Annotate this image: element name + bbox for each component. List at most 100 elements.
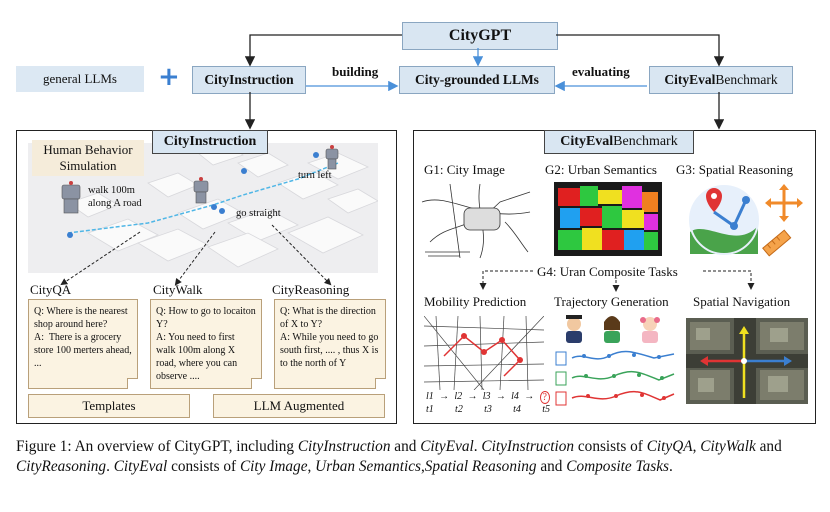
person-icon [566, 315, 582, 343]
city-instruction-panel-title-label: CityInstruction [163, 134, 257, 149]
city-blocks-illustration [28, 143, 379, 273]
trajectory-label: Trajectory Generation [554, 294, 669, 309]
map-to-card-arrows [60, 224, 332, 286]
simulation-title-line2: Simulation [59, 158, 117, 173]
robot-icon [61, 148, 339, 214]
caption-text: Figure 1: An overview of CityGPT, includ… [16, 438, 298, 455]
seq-arrow: → [524, 391, 535, 402]
g1-label: G1: City Image [424, 162, 505, 177]
mobility-label: Mobility Prediction [424, 294, 527, 309]
simulation-title-line1: Human Behavior [43, 142, 133, 157]
caption-text: . [106, 458, 114, 475]
spatial-navigation-image [686, 318, 808, 404]
navigation-label: Spatial Navigation [693, 294, 791, 309]
caption-text: , [307, 458, 316, 475]
cityreasoning-text: Q: What is the direction of X to Y? A: W… [280, 306, 379, 369]
city-eval-bold: CityEval [664, 72, 716, 87]
plus-icon: + [158, 62, 180, 92]
card-fold [127, 378, 138, 389]
city-eval-rest: Benchmark [715, 72, 778, 87]
caption-text: and [755, 438, 782, 455]
llm-augmented-box: LLM Augmented [213, 394, 385, 418]
seq-unknown: ? [539, 391, 550, 404]
caption-italic: CityInstruction [481, 438, 575, 455]
citygpt-box: CityGPT [402, 22, 558, 50]
citywalk-text: Q: How to go to locaiton Y? A: You need … [156, 306, 256, 382]
person-icon [640, 317, 660, 343]
g4-connectors [479, 270, 755, 292]
city-eval-panel-title-rest: Benchmark [613, 134, 678, 149]
caption-italic: CityEval [113, 458, 168, 475]
caption-text: , [692, 438, 701, 455]
top-connectors [244, 34, 725, 130]
caption-italic: CityEval [420, 438, 474, 455]
general-llms-label: general LLMs [42, 71, 117, 86]
templates-label: Templates [82, 398, 136, 413]
location-sequence: l1 → l2 → l3 → l4 → ? [426, 391, 550, 404]
citywalk-label: CityWalk [153, 282, 203, 297]
seq-l2: l2 [454, 391, 463, 402]
city-instruction-panel-title: CityInstruction [152, 130, 268, 154]
caption-italic: CityInstruction [297, 438, 391, 455]
cityreasoning-label: CityReasoning [272, 282, 350, 297]
g3-label: G3: Spatial Reasoning [676, 162, 793, 177]
g2-label: G2: Urban Semantics [545, 162, 657, 177]
seq-t1: t1 [426, 404, 434, 415]
caption-text: , [420, 458, 425, 475]
seq-l1: l1 [426, 391, 434, 402]
g4-label: G4: Uran Composite Tasks [537, 264, 678, 279]
seq-l3: l3 [482, 391, 491, 402]
cityqa-card: Q: Where is the nearest shop around here… [28, 299, 138, 389]
caption-text: consists of [167, 458, 240, 475]
spatial-reasoning-icons [689, 184, 803, 257]
person-icon [604, 316, 620, 343]
building-label: building [332, 64, 379, 79]
walk-label: walk 100m along A road [88, 185, 142, 209]
seq-arrow: → [495, 391, 506, 402]
city-eval-panel-title: CityEval Benchmark [544, 130, 694, 154]
caption-italic: CityWalk [700, 438, 756, 455]
templates-box: Templates [28, 394, 190, 418]
caption-text: and [536, 458, 567, 475]
ruler-icon [762, 229, 792, 257]
city-eval-box: CityEval Benchmark [649, 66, 793, 94]
citygpt-label: CityGPT [448, 27, 512, 44]
caption-italic: Composite Tasks [566, 458, 669, 475]
caption-text: . [473, 438, 482, 455]
turn-left-label: turn left [298, 170, 332, 181]
general-llms-box: general LLMs [16, 66, 144, 92]
citywalk-card: Q: How to go to locaiton Y? A: You need … [150, 299, 262, 389]
seq-t3: t3 [484, 404, 492, 415]
caption-italic: CityQA [646, 438, 693, 455]
cityreasoning-card: Q: What is the direction of X to Y? A: W… [274, 299, 386, 389]
caption-italic: Spatial Reasoning [424, 458, 537, 475]
city-instruction-label: CityInstruction [204, 72, 294, 87]
caption-text: and [390, 438, 421, 455]
card-fold [375, 378, 386, 389]
go-straight-label: go straight [236, 208, 281, 219]
caption-italic: City Image [239, 458, 308, 475]
trajectory-illustration [555, 315, 675, 406]
move-arrows-icon [765, 184, 803, 222]
urban-semantics-map [554, 182, 662, 256]
city-eval-panel-title-bold: CityEval [560, 134, 614, 149]
llm-augmented-label: LLM Augmented [253, 398, 345, 413]
caption-italic: CityReasoning [16, 458, 107, 475]
caption-text: . [668, 458, 673, 475]
cityqa-text: Q: Where is the nearest shop around here… [34, 306, 132, 369]
seq-arrow: → [467, 391, 478, 402]
document-icon [555, 351, 567, 406]
evaluating-label: evaluating [572, 64, 630, 79]
city-grounded-label: City-grounded LLMs [415, 72, 539, 87]
seq-l4: l4 [511, 391, 519, 402]
figure-caption: Figure 1: An overview of CityGPT, includ… [16, 437, 816, 477]
caption-text: consists of [574, 438, 647, 455]
city-instruction-box: CityInstruction [192, 66, 306, 94]
time-sequence: t1 t2 t3 t4 t5 [426, 404, 550, 415]
seq-arrow: → [439, 391, 450, 402]
seq-t5: t5 [542, 404, 550, 415]
cityqa-label: CityQA [30, 282, 72, 297]
simulation-title: Human Behavior Simulation [32, 140, 144, 176]
mobility-map [424, 316, 544, 390]
caption-italic: Urban Semantics [315, 458, 421, 475]
